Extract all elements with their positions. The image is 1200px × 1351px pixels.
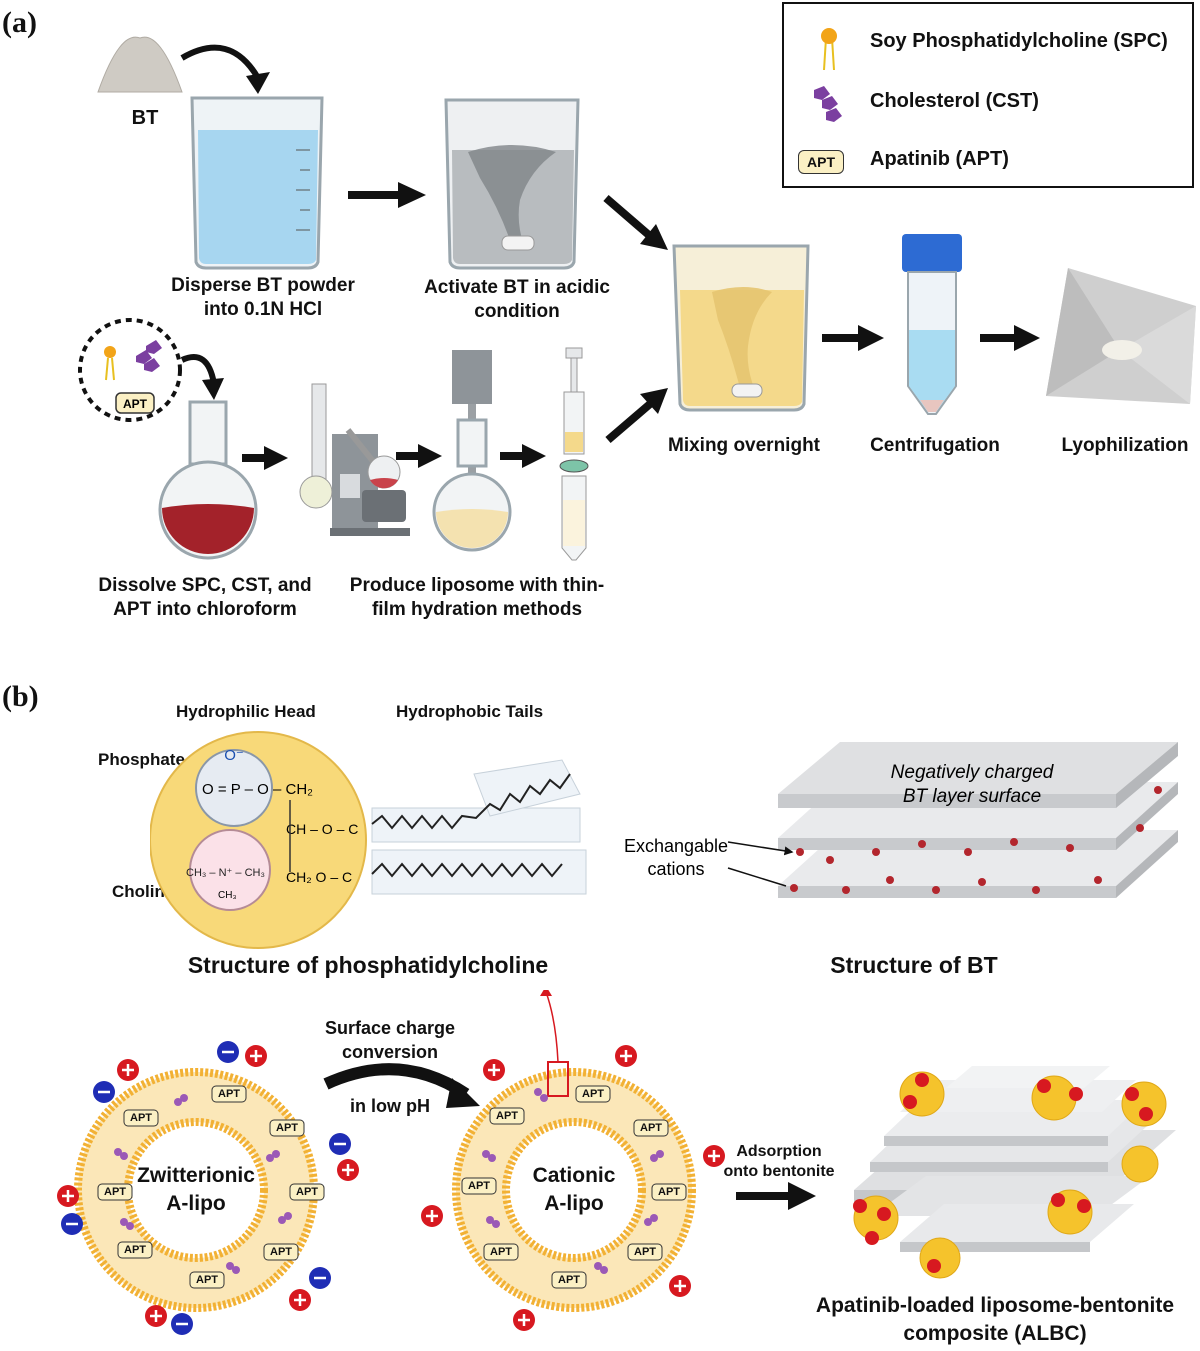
zwitterionic-line2: A-lipo [166, 1192, 226, 1215]
reagent-circle [78, 318, 182, 422]
bt-layer-structure: Negatively charged BT layer surface Exch… [624, 742, 1178, 898]
pc-structure-title: Structure of phosphatidylcholine [187, 952, 549, 978]
panel-b-label: (b) [2, 680, 39, 713]
albc-line1: Apatinib-loaded liposome-bentonite [815, 1294, 1175, 1317]
cholesterol-small-icon [136, 340, 162, 372]
bt-cations-line2: cations [647, 859, 704, 879]
beaker-activate-icon [444, 98, 580, 270]
liposome-illustration [57, 990, 1176, 1335]
p-row-text: O = P – O – CH₂ [202, 781, 313, 798]
bt-label: BT [131, 107, 159, 129]
arrow-3 [605, 400, 653, 444]
zwitterionic-line1: Zwitterionic [137, 1164, 255, 1187]
cholesterol-icon [814, 86, 842, 122]
phosphatidylcholine-structure: O⁻ O = P – O – CH₂ CH – O – C CH₂ O – C … [150, 731, 587, 949]
conversion-line2: conversion [341, 1042, 439, 1062]
panel-a-illustration: APT [78, 36, 1196, 561]
conversion-line3: in low pH [350, 1096, 430, 1116]
legend-apt-label: Apatinib (APT) [870, 148, 1009, 170]
bt-cations-line1: Exchangable [624, 836, 728, 856]
beaker-hcl-icon [190, 96, 324, 270]
conversion-line1: Surface charge [324, 1018, 456, 1038]
arrow-2 [603, 194, 653, 240]
legend-box: Soy Phosphatidylcholine (SPC) Cholestero… [782, 2, 1194, 188]
hydrophilic-head-label: Hydrophilic Head [176, 702, 316, 721]
bt-structure-title: Structure of BT [830, 952, 998, 978]
albc-line2: composite (ALBC) [903, 1322, 1087, 1345]
caption-centrifugation: Centrifugation [870, 435, 1000, 456]
spc-lipid-icon [821, 28, 837, 71]
centrifuge-tube-icon [902, 234, 962, 415]
spc-small-icon [104, 346, 116, 381]
cationic-line2: A-lipo [544, 1192, 604, 1215]
legend-cst-label: Cholesterol (CST) [870, 90, 1039, 112]
flask-hydration-icon [432, 350, 512, 552]
apt-tags-cationic [461, 1085, 687, 1289]
n-row-text: CH₃ – N⁺ – CH₃ [186, 867, 265, 879]
charges-zwitterionic [57, 1041, 359, 1335]
ch3-text: CH₃ [218, 890, 237, 901]
apt-small-tag: APT [123, 397, 148, 411]
panel-a-label: (a) [2, 6, 37, 39]
caption-mixing: Mixing overnight [668, 435, 820, 456]
caption-lyophilization: Lyophilization [1061, 435, 1189, 456]
pour-curved-arrow [180, 44, 261, 80]
hydrophobic-tails-label: Hydrophobic Tails [396, 702, 544, 721]
beaker-mixing-icon [672, 244, 810, 412]
albc-composite [853, 1066, 1176, 1279]
adsorption-line1: Adsorption [736, 1143, 822, 1160]
caption-activate: Activate BT in acidic condition [424, 277, 610, 322]
cationic-line1: Cationic [532, 1164, 616, 1187]
ch2-row-text: CH₂ O – C [286, 869, 352, 885]
o-minus-text: O⁻ [224, 747, 244, 764]
caption-produce: Produce liposome with thin-film hydratio… [349, 575, 605, 620]
ch-row-text: CH – O – C [286, 821, 358, 837]
apt-tags-zwitterionic [97, 1085, 325, 1289]
flask-chloroform-icon [158, 400, 258, 560]
bt-surface-line1: Negatively charged [891, 762, 1055, 783]
bt-surface-line2: BT layer surface [903, 786, 1041, 807]
weigh-boat-icon [1046, 268, 1196, 404]
syringe-filter-icon [559, 347, 589, 561]
rotary-evaporator-icon [299, 383, 410, 536]
phosphate-label: Phosphate [98, 750, 185, 769]
dissolve-curved-arrow [180, 354, 217, 385]
caption-dissolve: Dissolve SPC, CST, and APT into chlorofo… [98, 575, 312, 620]
legend-spc-label: Soy Phosphatidylcholine (SPC) [870, 30, 1168, 52]
adsorption-line2: onto bentonite [723, 1163, 835, 1180]
choline-label: Choline [112, 882, 175, 901]
bt-powder-icon [97, 36, 183, 93]
caption-disperse: Disperse BT powder into 0.1N HCl [171, 275, 355, 320]
apt-tag-icon: APT [798, 150, 844, 174]
